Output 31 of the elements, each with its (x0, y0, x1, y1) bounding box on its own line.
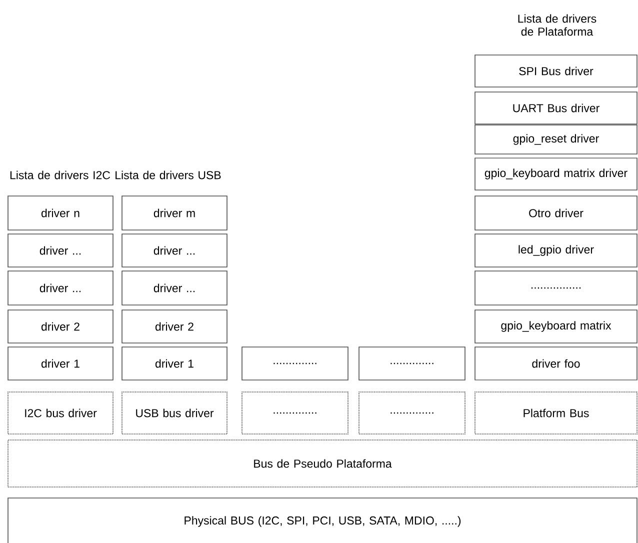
driver-box: driver ... (8, 234, 114, 268)
driver-box: driver 1 (122, 346, 228, 380)
driver-box: driver 1 (8, 346, 114, 380)
driver-box: driver m (122, 196, 228, 230)
bus-box: USB bus driver (122, 392, 228, 434)
bus-box: Platform Bus (474, 392, 638, 434)
driver-box: UART Bus driver (474, 92, 638, 124)
driver-box: driver ... (122, 270, 228, 306)
driver-box: driver ... (122, 234, 228, 268)
driver-box: gpio_keyboard matrix driver (474, 158, 638, 190)
bus-box: I2C bus driver (8, 392, 114, 434)
bus-box: .............. (242, 392, 348, 434)
driver-box: ................ (474, 270, 638, 306)
driver-box: driver ... (8, 270, 114, 306)
driver-box: .............. (242, 346, 348, 380)
driver-box: .............. (358, 346, 466, 380)
column-heading: Lista de drivers de Plataforma (518, 14, 596, 36)
driver-box: Physical BUS (I2C, SPI, PCI, USB, SATA, MDIO, .....) (8, 498, 638, 543)
bus-box: Bus de Pseudo Plataforma (8, 440, 638, 488)
driver-box: driver n (8, 196, 114, 230)
driver-box: SPI Bus driver (474, 54, 638, 88)
bus-box: .............. (358, 392, 466, 434)
driver-box: gpio_reset driver (474, 124, 638, 154)
driver-box: Otro driver (474, 196, 638, 230)
driver-box: driver 2 (8, 310, 114, 344)
driver-box: gpio_keyboard matrix (474, 310, 638, 344)
driver-box: driver foo (474, 346, 638, 380)
column-heading: Lista de drivers I2C (10, 170, 110, 180)
column-heading: Lista de drivers USB (116, 170, 221, 180)
driver-box: driver 2 (122, 310, 228, 344)
driver-box: led_gpio driver (474, 234, 638, 268)
